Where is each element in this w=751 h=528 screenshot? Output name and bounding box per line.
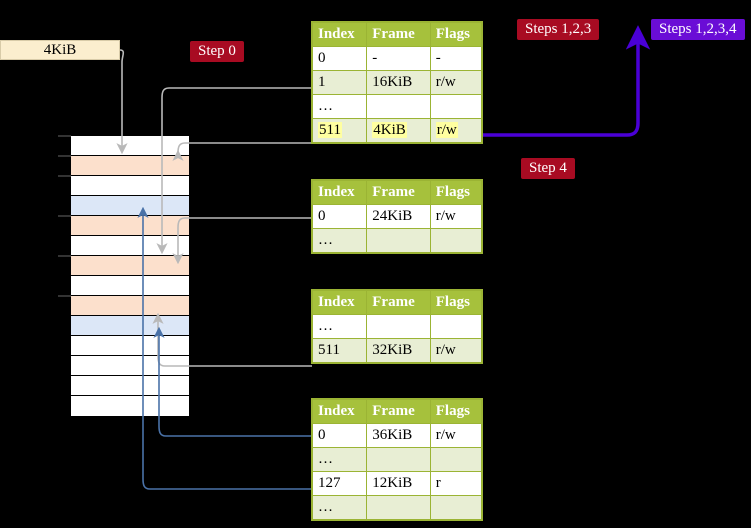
cell-index: 511 [311,338,368,363]
cell-index: 0 [311,46,368,71]
table-header-row: Index Frame Flags [311,399,483,424]
cell-flags [429,447,483,472]
cell-frame: - [366,46,431,71]
cell-frame: 12KiB [366,471,431,496]
size-label-4kib: 4KiB [0,40,120,60]
table-row: … [311,314,483,339]
cell-flags [429,314,483,339]
cell-flags-text: r/w [435,122,458,138]
pml4-table: Index Frame Flags 0 - - 1 16KiB r/w … [311,22,483,143]
table-row: … [311,495,483,520]
table-header-row: Index Frame Flags [311,180,483,205]
memory-frame-row [71,176,189,196]
memory-frame-row [71,236,189,256]
page-table-pt: Index Frame Flags 0 36KiB r/w … 127 12Ki… [311,398,483,521]
badge-step-0: Step 0 [190,41,244,62]
pd-table: Index Frame Flags … 511 32KiB r/w [311,290,483,363]
memory-frame-row [71,156,189,176]
col-header-frame: Frame [366,399,431,424]
cell-index: … [311,447,368,472]
memory-frame-row [71,396,189,416]
cell-index: 127 [311,471,368,496]
memory-frame-row [71,336,189,356]
col-header-flags: Flags [429,399,483,424]
memory-frame-row [71,216,189,236]
memory-frame-row [71,316,189,336]
table-row: 127 12KiB r [311,471,483,496]
col-header-index: Index [311,180,368,205]
page-table-pd: Index Frame Flags … 511 32KiB r/w [311,289,483,364]
table-header-row: Index Frame Flags [311,22,483,47]
page-table-pdp: Index Frame Flags 0 24KiB r/w … [311,179,483,254]
memory-frame-row [71,296,189,316]
physical-memory-column [70,135,190,416]
table-row: … [311,94,483,119]
table-header-row: Index Frame Flags [311,290,483,315]
cell-index-text: 511 [318,122,342,138]
pt-table: Index Frame Flags 0 36KiB r/w … 127 12Ki… [311,399,483,520]
badge-steps-1234: Steps 1,2,3,4 [651,19,745,40]
cell-frame [366,228,431,253]
cell-flags: - [429,46,483,71]
table-row: … [311,447,483,472]
table-row: 0 - - [311,46,483,71]
cell-frame: 4KiB [366,118,431,143]
cell-frame: 32KiB [366,338,431,363]
cell-index: … [311,228,368,253]
badge-step-4: Step 4 [521,158,575,179]
cell-flags: r/w [429,204,483,229]
cell-frame [366,447,431,472]
col-header-frame: Frame [366,22,431,47]
cell-frame [366,94,431,119]
table-row: 1 16KiB r/w [311,70,483,95]
col-header-frame: Frame [366,290,431,315]
cell-flags: r/w [429,118,483,143]
cell-flags: r/w [429,423,483,448]
page-table-pml4: Index Frame Flags 0 - - 1 16KiB r/w … [311,21,483,144]
cell-flags [429,495,483,520]
col-header-flags: Flags [429,180,483,205]
cell-frame: 36KiB [366,423,431,448]
memory-frame-row [71,196,189,216]
badge-steps-123: Steps 1,2,3 [517,19,600,40]
cell-frame: 24KiB [366,204,431,229]
cell-frame: 16KiB [366,70,431,95]
arrow-steps-1234-bracket [479,25,651,137]
table-row: … [311,228,483,253]
cell-index: … [311,314,368,339]
cell-index: 0 [311,204,368,229]
cell-flags: r [429,471,483,496]
table-row: 0 36KiB r/w [311,423,483,448]
cell-index: 0 [311,423,368,448]
cell-frame-text: 4KiB [372,122,407,138]
cell-frame [366,495,431,520]
col-header-index: Index [311,290,368,315]
arrow-pml4-row511-to-memory [172,142,312,161]
cell-flags: r/w [429,338,483,363]
col-header-index: Index [311,399,368,424]
table-row: 0 24KiB r/w [311,204,483,229]
memory-frame-row [71,276,189,296]
cell-frame [366,314,431,339]
memory-frame-row [71,256,189,276]
table-row-highlighted: 511 4KiB r/w [311,118,483,143]
col-header-flags: Flags [429,22,483,47]
col-header-flags: Flags [429,290,483,315]
cell-index: … [311,495,368,520]
memory-frame-row [71,376,189,396]
cell-index: … [311,94,368,119]
cell-index: 511 [311,118,368,143]
memory-frame-row [71,356,189,376]
arrow-pdp-row0-to-memory [172,217,312,265]
cell-index: 1 [311,70,368,95]
pdp-table: Index Frame Flags 0 24KiB r/w … [311,180,483,253]
cell-flags [429,228,483,253]
col-header-frame: Frame [366,180,431,205]
cell-flags: r/w [429,70,483,95]
col-header-index: Index [311,22,368,47]
memory-frame-row [71,136,189,156]
table-row: 511 32KiB r/w [311,338,483,363]
cell-flags [429,94,483,119]
